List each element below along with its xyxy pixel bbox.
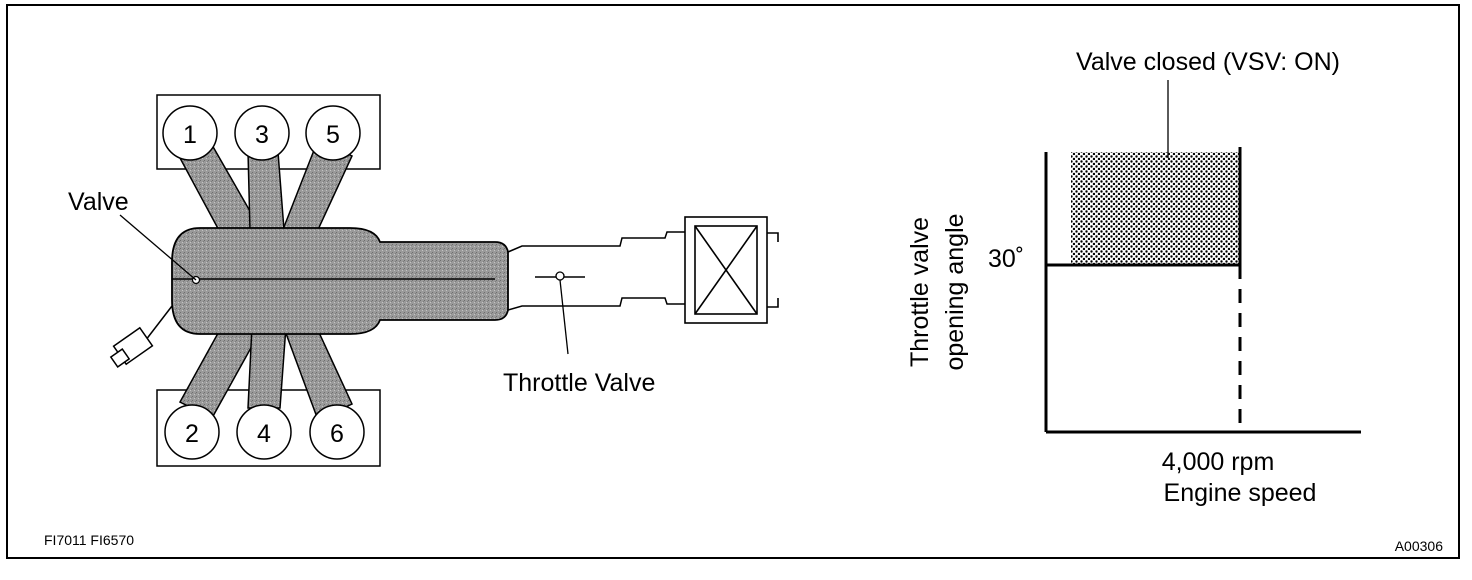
throttle-plate	[535, 271, 585, 281]
cylinder-number-1: 1	[183, 121, 197, 149]
cylinder-4	[236, 404, 292, 460]
vsv-actuator	[109, 305, 173, 368]
intake-plenum	[171, 227, 509, 335]
figure-frame	[6, 4, 1460, 559]
valve-closed-region	[1071, 152, 1240, 265]
figure-code-right: A00306	[1395, 538, 1443, 554]
cylinder-circles-top	[162, 105, 361, 161]
figure-code-left: FI7011 FI6570	[44, 532, 134, 548]
x-axis-label: Engine speed	[1164, 479, 1317, 507]
throttle-body	[507, 231, 685, 311]
y-axis-label-line2: opening angle	[941, 213, 969, 370]
cylinder-5	[305, 105, 361, 161]
cylinder-1	[162, 105, 218, 161]
air-cleaner	[684, 216, 779, 324]
cylinder-number-2: 2	[185, 420, 199, 448]
cylinder-number-6: 6	[330, 420, 344, 448]
angle-30-label: 30˚	[988, 245, 1024, 273]
valve-leader-line	[119, 214, 197, 281]
cylinder-number-5: 5	[326, 121, 340, 149]
cylinder-3	[234, 105, 290, 161]
y-axis-label-line1: Throttle valve	[906, 217, 934, 367]
operation-graph: Valve closed (VSV: ON) 30˚ 4,000 rpm Eng…	[906, 48, 1361, 507]
rpm-4000-label: 4,000 rpm	[1162, 448, 1275, 476]
cylinder-6	[309, 404, 365, 460]
cylinder-number-3: 3	[255, 121, 269, 149]
cylinder-numbers: 1 3 5 2 4 6	[183, 121, 344, 448]
cylinder-number-4: 4	[257, 420, 271, 448]
valve-closed-label: Valve closed (VSV: ON)	[1076, 48, 1340, 76]
throttle-valve-label: Throttle Valve	[503, 369, 655, 397]
valve-label: Valve	[68, 188, 129, 216]
cylinder-2	[164, 404, 220, 460]
cylinder-circles-bottom	[164, 404, 365, 460]
engine-diagram: 1 3 5 2 4 6 Valve Throttle Valve	[68, 94, 779, 467]
throttle-leader-line	[559, 279, 569, 355]
